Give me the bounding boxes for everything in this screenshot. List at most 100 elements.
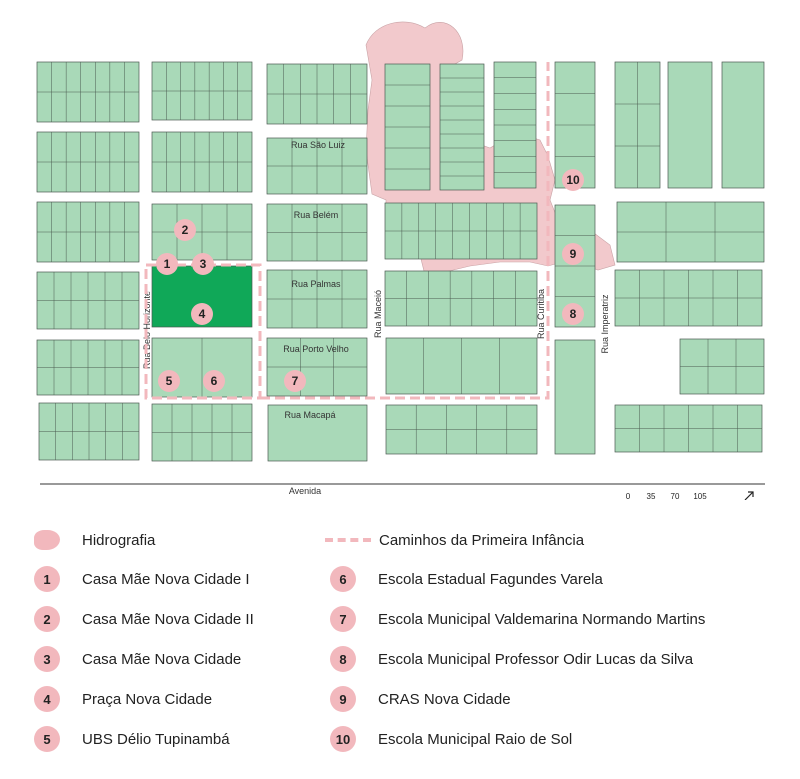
- marker-circle-icon: [203, 370, 225, 392]
- legend-label: Praça Nova Cidade: [82, 690, 213, 708]
- city-block: [667, 61, 713, 189]
- city-block: [385, 337, 538, 395]
- marker-badge-icon: 8: [330, 646, 356, 672]
- legend-item-9: 9 CRAS Nova Cidade: [330, 684, 511, 714]
- north-arrow-icon: N: [744, 491, 754, 500]
- legend-label: Escola Municipal Raio de Sol: [378, 730, 573, 748]
- marker-number: 4: [199, 307, 206, 321]
- hydrography-swatch-icon: [34, 530, 60, 550]
- legend-item-hydrography: Hidrografia: [34, 525, 155, 555]
- marker-number: 9: [570, 247, 577, 261]
- city-block: [614, 269, 763, 327]
- city-block: [38, 402, 140, 461]
- marker-number: 6: [211, 374, 218, 388]
- legend-label: Escola Estadual Fagundes Varela: [378, 570, 603, 588]
- map-marker-4[interactable]: 4: [191, 303, 213, 325]
- marker-number: 2: [182, 223, 189, 237]
- legend-item-2: 2 Casa Mãe Nova Cidade II: [34, 604, 254, 634]
- legend-item-1: 1 Casa Mãe Nova Cidade I: [34, 564, 250, 594]
- marker-number: 8: [570, 307, 577, 321]
- legend-label: Casa Mãe Nova Cidade II: [82, 610, 254, 628]
- street-label-sao-luiz: Rua São Luiz: [291, 140, 346, 150]
- marker-circle-icon: [191, 303, 213, 325]
- street-label-imperatriz: Rua Imperatriz: [600, 294, 610, 354]
- marker-circle-icon: [174, 219, 196, 241]
- map-marker-2[interactable]: 2: [174, 219, 196, 241]
- map-marker-9[interactable]: 9: [562, 243, 584, 265]
- city-block: [614, 61, 661, 189]
- city-blocks: [36, 61, 765, 462]
- map-canvas: Rua São Luiz Rua Belém Rua Palmas Rua Po…: [36, 21, 765, 500]
- legend-label: Escola Municipal Professor Odir Lucas da…: [378, 650, 694, 668]
- marker-badge-icon: 6: [330, 566, 356, 592]
- legend-label: CRAS Nova Cidade: [378, 690, 511, 708]
- city-block: [266, 337, 368, 397]
- legend-item-5: 5 UBS Délio Tupinambá: [34, 724, 230, 754]
- city-block: [267, 404, 368, 462]
- legend-item-10: 10 Escola Municipal Raio de Sol: [330, 724, 572, 754]
- city-block: [554, 339, 596, 455]
- street-label-curitiba: Rua Curitiba: [536, 289, 546, 339]
- city-block: [36, 201, 140, 263]
- map-marker-5[interactable]: 5: [158, 370, 180, 392]
- legend-label: UBS Délio Tupinambá: [82, 730, 230, 748]
- city-block: [679, 338, 765, 395]
- marker-badge-icon: 3: [34, 646, 60, 672]
- city-block: [151, 131, 253, 193]
- legend-item-4: 4 Praça Nova Cidade: [34, 684, 212, 714]
- map-marker-1[interactable]: 1: [156, 253, 178, 275]
- legend-item-7: 7 Escola Municipal Valdemarina Normando …: [330, 604, 705, 634]
- map-marker-8[interactable]: 8: [562, 303, 584, 325]
- scale-tick-105: 105: [693, 492, 707, 500]
- legend-item-6: 6 Escola Estadual Fagundes Varela: [330, 564, 603, 594]
- city-block: [439, 63, 485, 191]
- map-marker-7[interactable]: 7: [284, 370, 306, 392]
- path-segment-main: [260, 62, 550, 400]
- street-label-maceio: Rua Maceió: [373, 290, 383, 338]
- map-marker-3[interactable]: 3: [192, 253, 214, 275]
- city-block: [36, 61, 140, 123]
- city-block: [385, 404, 538, 455]
- legend-label: Escola Municipal Valdemarina Normando Ma…: [378, 610, 706, 628]
- marker-number: 3: [200, 257, 207, 271]
- marker-badge-icon: 9: [330, 686, 356, 712]
- map-markers: 1 2 3 4 5 6 7 8 9 10: [156, 169, 584, 392]
- city-block: [616, 201, 765, 263]
- scale-tick-35: 35: [647, 492, 656, 500]
- marker-circle-icon: [284, 370, 306, 392]
- legend-label: Casa Mãe Nova Cidade: [82, 650, 242, 668]
- street-label-avenida: Avenida: [289, 486, 321, 496]
- city-block: [554, 61, 596, 189]
- city-block: [36, 339, 140, 396]
- city-block: [36, 131, 140, 193]
- legend-item-paths: Caminhos da Primeira Infância: [325, 525, 584, 555]
- city-block: [384, 270, 538, 327]
- primeira-infancia-paths: [144, 62, 550, 400]
- city-block: [266, 137, 368, 195]
- marker-circle-icon: [562, 243, 584, 265]
- marker-circle-icon: [562, 303, 584, 325]
- legend-label: Casa Mãe Nova Cidade I: [82, 570, 250, 588]
- street-label-palmas: Rua Palmas: [291, 279, 341, 289]
- city-block: [151, 203, 253, 261]
- scale-tick-70: 70: [671, 492, 680, 500]
- street-label-macapa: Rua Macapá: [284, 410, 335, 420]
- map-marker-6[interactable]: 6: [203, 370, 225, 392]
- marker-badge-icon: 5: [34, 726, 60, 752]
- legend-item-8: 8 Escola Municipal Professor Odir Lucas …: [330, 644, 693, 674]
- marker-circle-icon: [158, 370, 180, 392]
- city-block: [36, 271, 140, 330]
- marker-circle-icon: [156, 253, 178, 275]
- city-block: [384, 63, 431, 191]
- marker-badge-icon: 10: [330, 726, 356, 752]
- marker-badge-icon: 7: [330, 606, 356, 632]
- street-label-porto-velho: Rua Porto Velho: [283, 344, 349, 354]
- city-block: [384, 202, 538, 260]
- city-block: [614, 404, 763, 453]
- legend-item-3: 3 Casa Mãe Nova Cidade: [34, 644, 241, 674]
- city-block: [266, 63, 368, 125]
- map-marker-10[interactable]: 10: [562, 169, 584, 191]
- marker-badge-icon: 1: [34, 566, 60, 592]
- marker-circle-icon: [192, 253, 214, 275]
- legend-label: Caminhos da Primeira Infância: [379, 531, 585, 549]
